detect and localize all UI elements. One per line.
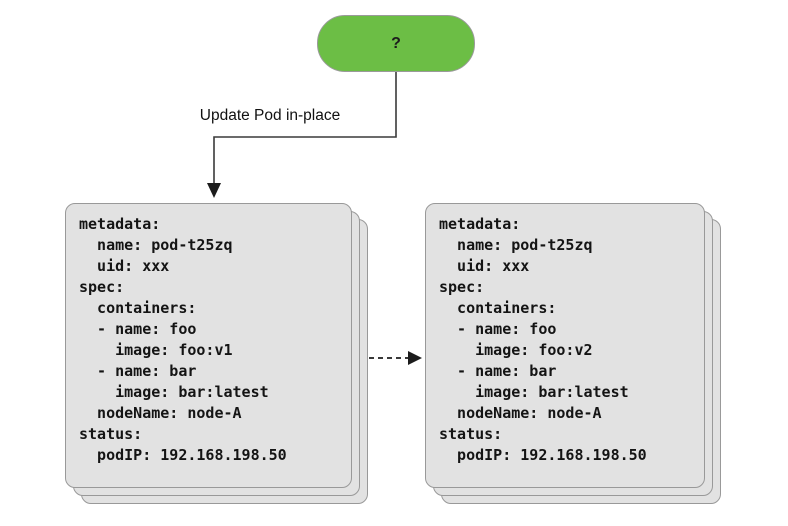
update-arrowhead-icon <box>207 183 221 198</box>
pod-card-stack-after: metadata: name: pod-t25zq uid: xxx spec:… <box>425 203 745 523</box>
dashed-arrowhead-icon <box>408 351 422 365</box>
question-node-label: ? <box>391 34 401 52</box>
pod-card-stack-before: metadata: name: pod-t25zq uid: xxx spec:… <box>65 203 385 523</box>
update-arrow-label: Update Pod in-place <box>199 107 341 124</box>
pod-card-before: metadata: name: pod-t25zq uid: xxx spec:… <box>65 203 352 488</box>
pod-yaml-after: metadata: name: pod-t25zq uid: xxx spec:… <box>439 215 647 464</box>
question-node: ? <box>317 15 475 72</box>
pod-card-after: metadata: name: pod-t25zq uid: xxx spec:… <box>425 203 705 488</box>
pod-yaml-before: metadata: name: pod-t25zq uid: xxx spec:… <box>79 215 287 464</box>
update-arrow-line <box>213 72 397 184</box>
